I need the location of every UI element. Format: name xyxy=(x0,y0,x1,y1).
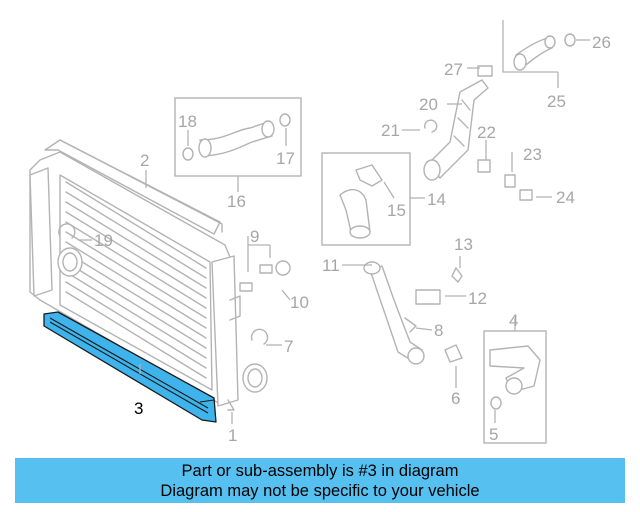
callout-19[interactable]: 19 xyxy=(94,231,113,250)
callout-6[interactable]: 6 xyxy=(451,389,460,408)
parts-diagram: 1 2 3 4 5 6 7 8 9 10 11 12 13 14 15 16 1… xyxy=(29,20,611,445)
callout-9[interactable]: 9 xyxy=(250,227,259,246)
oring-19-icon xyxy=(58,223,76,239)
hose-20 xyxy=(423,65,533,201)
hose-25 xyxy=(502,20,576,73)
banner-line-2: Diagram may not be specific to your vehi… xyxy=(160,482,480,500)
callout-23[interactable]: 23 xyxy=(523,145,542,164)
oring-7-icon xyxy=(250,328,269,345)
pipe-11 xyxy=(363,261,463,365)
callout-8[interactable]: 8 xyxy=(434,321,443,340)
callout-1[interactable]: 1 xyxy=(228,426,237,445)
callout-4[interactable]: 4 xyxy=(509,311,518,330)
callout-numbers: 1 2 3 4 5 6 7 8 9 10 11 12 13 14 15 16 1… xyxy=(94,33,611,445)
callout-24[interactable]: 24 xyxy=(556,188,575,207)
hose-15 xyxy=(339,164,383,239)
callout-25[interactable]: 25 xyxy=(547,92,566,111)
intercooler-assembly xyxy=(29,139,269,411)
banner-line-1: Part or sub-assembly is #3 in diagram xyxy=(181,462,459,480)
callout-21[interactable]: 21 xyxy=(381,121,400,140)
callout-26[interactable]: 26 xyxy=(592,33,611,52)
part-3-seal-strip-highlighted[interactable] xyxy=(43,311,217,423)
callout-13[interactable]: 13 xyxy=(454,235,473,254)
info-banner: Part or sub-assembly is #3 in diagram Di… xyxy=(15,458,625,503)
callout-17[interactable]: 17 xyxy=(276,149,295,168)
callout-27[interactable]: 27 xyxy=(444,60,463,79)
callout-14[interactable]: 14 xyxy=(427,190,446,209)
box-14 xyxy=(321,152,411,246)
callout-16[interactable]: 16 xyxy=(227,192,246,211)
callout-7[interactable]: 7 xyxy=(284,337,293,356)
callout-22[interactable]: 22 xyxy=(477,123,496,142)
callout-11[interactable]: 11 xyxy=(322,256,340,275)
hose-4 xyxy=(489,345,541,410)
callout-15[interactable]: 15 xyxy=(387,201,406,220)
leader-lines xyxy=(78,39,590,424)
callout-5[interactable]: 5 xyxy=(489,425,498,444)
callout-10[interactable]: 10 xyxy=(290,293,309,312)
bolts-9 xyxy=(239,244,291,292)
callout-20[interactable]: 20 xyxy=(419,95,438,114)
hose-16 xyxy=(182,113,291,161)
callout-12[interactable]: 12 xyxy=(468,289,487,308)
callout-18[interactable]: 18 xyxy=(178,112,197,131)
callout-3[interactable]: 3 xyxy=(134,399,143,418)
callout-2[interactable]: 2 xyxy=(140,151,149,170)
